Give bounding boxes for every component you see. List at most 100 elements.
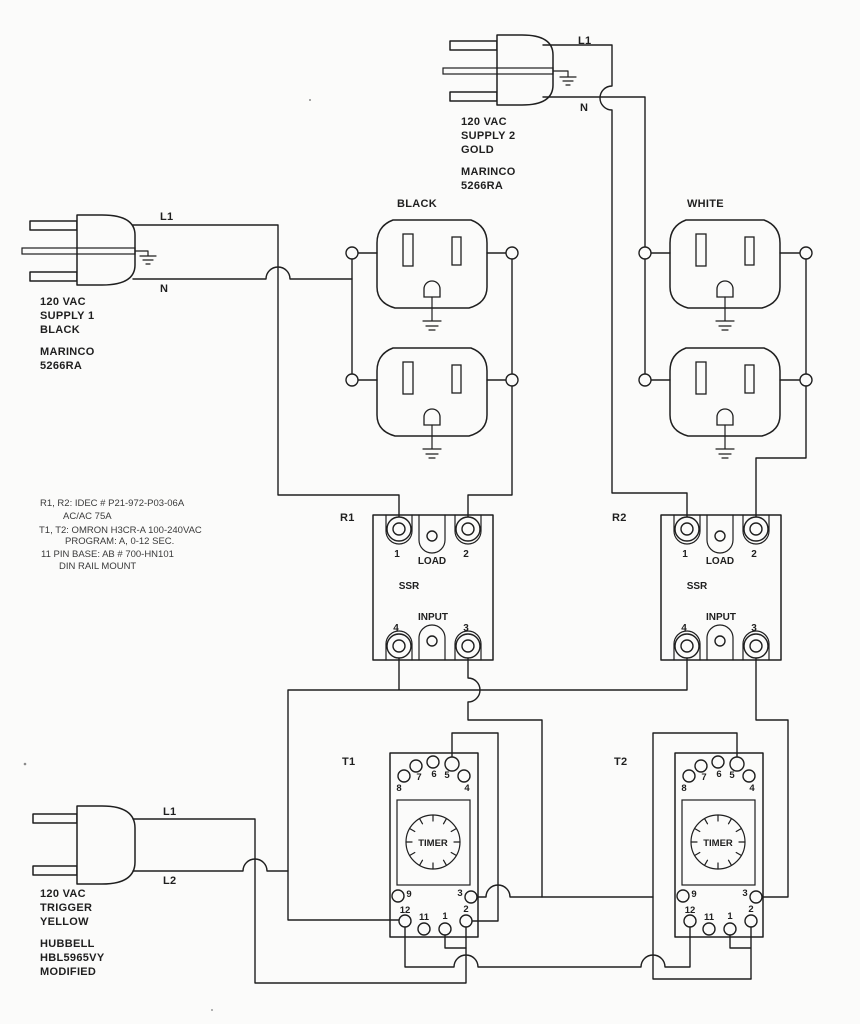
ground-symbol bbox=[715, 424, 735, 459]
ssr-pin4-label: 4 bbox=[681, 623, 687, 634]
t1-pin2 bbox=[459, 914, 473, 928]
ssr-pin1-label: 1 bbox=[394, 549, 400, 560]
timer-pin12-label: 12 bbox=[685, 905, 696, 916]
terminal bbox=[638, 246, 652, 260]
ground-symbol bbox=[422, 296, 442, 331]
outlet-ground-hole bbox=[423, 280, 441, 298]
t1-pin7 bbox=[409, 759, 423, 773]
timer-pin9-label: 9 bbox=[406, 889, 411, 900]
ssr-input-label: INPUT bbox=[706, 612, 736, 623]
supply2-desc-line: 120 VAC bbox=[461, 116, 507, 128]
plug-prong bbox=[32, 813, 78, 824]
r1-mount-hole bbox=[426, 530, 438, 542]
r2-mount-hole bbox=[714, 635, 726, 647]
outlet-slot bbox=[451, 236, 462, 266]
white-right-to-r2-wire bbox=[755, 252, 807, 521]
outlet-slot bbox=[402, 361, 414, 395]
t2-pin9 bbox=[676, 889, 690, 903]
plug-body bbox=[76, 214, 136, 286]
t1-pin8 bbox=[397, 769, 411, 783]
supply2-n-wire bbox=[542, 96, 646, 381]
r2-pin2-hole bbox=[749, 522, 763, 536]
black-outlet-bottom bbox=[376, 347, 488, 459]
t2-pin12 bbox=[683, 914, 697, 928]
parts-notes: R1, R2: IDEC # P21-972-P03-06A AC/AC 75A… bbox=[39, 498, 202, 572]
r2-pin3-hole bbox=[749, 639, 763, 653]
t2-pin8 bbox=[682, 769, 696, 783]
t1-pin3 bbox=[464, 890, 478, 904]
trigger-l2-wire bbox=[132, 858, 289, 872]
r1-input3-wire bbox=[467, 657, 543, 898]
t1-pin1-pin2-jumper-wire bbox=[444, 926, 467, 949]
pin12-bus-wire bbox=[404, 926, 691, 968]
terminal bbox=[638, 373, 652, 387]
trigger-mfr-line: HUBBELL bbox=[40, 938, 95, 950]
supply1-desc-line: 120 VAC bbox=[40, 296, 86, 308]
timer-body bbox=[674, 752, 764, 938]
outlet-terminals bbox=[345, 246, 813, 387]
outlet-slot bbox=[695, 233, 707, 267]
terminal bbox=[505, 246, 519, 260]
t2-pin11 bbox=[702, 922, 716, 936]
timer-t1: TIMER 8 7 6 5 4 9 3 12 11 1 2 bbox=[389, 752, 479, 938]
plug-prong bbox=[29, 220, 78, 231]
ssr-input4-bus-wire bbox=[287, 657, 688, 921]
r2-mount-hole bbox=[714, 530, 726, 542]
timer-pin4-label: 4 bbox=[749, 783, 755, 794]
ssr-input-label: INPUT bbox=[418, 612, 448, 623]
note-line: AC/AC 75A bbox=[63, 511, 112, 522]
terminal bbox=[345, 373, 359, 387]
r2-input3-to-t2-wire bbox=[755, 657, 789, 898]
terminal bbox=[345, 246, 359, 260]
t2-pin1-pin2-jumper-wire bbox=[729, 926, 752, 980]
timer-pin2-label: 2 bbox=[748, 904, 753, 915]
timer-pins bbox=[391, 755, 763, 936]
supply1-desc-line: BLACK bbox=[40, 324, 80, 336]
supply2-desc-line: SUPPLY 2 bbox=[461, 130, 515, 142]
timer-pin6-label: 6 bbox=[431, 769, 436, 780]
note-line: R1, R2: IDEC # P21-972-P03-06A bbox=[40, 498, 185, 509]
timer-dial-frame bbox=[396, 799, 471, 886]
speck bbox=[309, 99, 311, 101]
relay-r1-label: R1 bbox=[340, 512, 355, 524]
trigger-l1-wire bbox=[132, 818, 467, 984]
supply2-n-label: N bbox=[580, 102, 588, 114]
timer-body bbox=[389, 752, 479, 938]
white-outlet-label: WHITE bbox=[687, 198, 724, 210]
supply1-n-label: N bbox=[160, 283, 168, 295]
note-line: DIN RAIL MOUNT bbox=[59, 561, 136, 572]
white-outlet-bottom bbox=[669, 347, 781, 459]
trigger-mfr-line: HBL5965VY bbox=[40, 952, 105, 964]
trigger-l1-label: L1 bbox=[163, 806, 176, 818]
timer-pin1-label: 1 bbox=[727, 911, 733, 922]
supply1-l1-wire bbox=[132, 224, 400, 521]
plug-prong bbox=[29, 271, 78, 282]
ssr-pin3-label: 3 bbox=[463, 623, 469, 634]
outlet-slot bbox=[402, 233, 414, 267]
ssr-pin3-label: 3 bbox=[751, 623, 757, 634]
ground-symbol bbox=[552, 70, 577, 86]
note-line: T1, T2: OMRON H3CR-A 100-240VAC bbox=[39, 525, 202, 536]
r1-pin3-hole bbox=[461, 639, 475, 653]
supply2-mfr-line: 5266RA bbox=[461, 180, 503, 192]
timer-pin7-label: 7 bbox=[416, 772, 421, 783]
ssr-pin2-label: 2 bbox=[751, 549, 757, 560]
ground-symbol bbox=[715, 296, 735, 331]
timer-dial-label: TIMER bbox=[418, 838, 448, 849]
plug-body bbox=[76, 805, 136, 885]
speck bbox=[211, 1009, 213, 1011]
white-outlet-top bbox=[669, 219, 781, 331]
ground-symbol bbox=[422, 424, 442, 459]
t2-pin2 bbox=[744, 914, 758, 928]
relay-r2-label: R2 bbox=[612, 512, 627, 524]
ssr-pins bbox=[386, 516, 769, 659]
r1-pin2-hole bbox=[461, 522, 475, 536]
timer-t2: TIMER 8 7 6 5 4 9 3 12 11 1 2 bbox=[674, 752, 764, 938]
outlet-slot bbox=[695, 361, 707, 395]
scan-specks bbox=[23, 99, 311, 1011]
supply1-n-wire bbox=[132, 266, 353, 280]
terminal bbox=[505, 373, 519, 387]
t2-pin5-loop-wire bbox=[652, 732, 752, 980]
supply1-mfr-line: MARINCO bbox=[40, 346, 95, 358]
